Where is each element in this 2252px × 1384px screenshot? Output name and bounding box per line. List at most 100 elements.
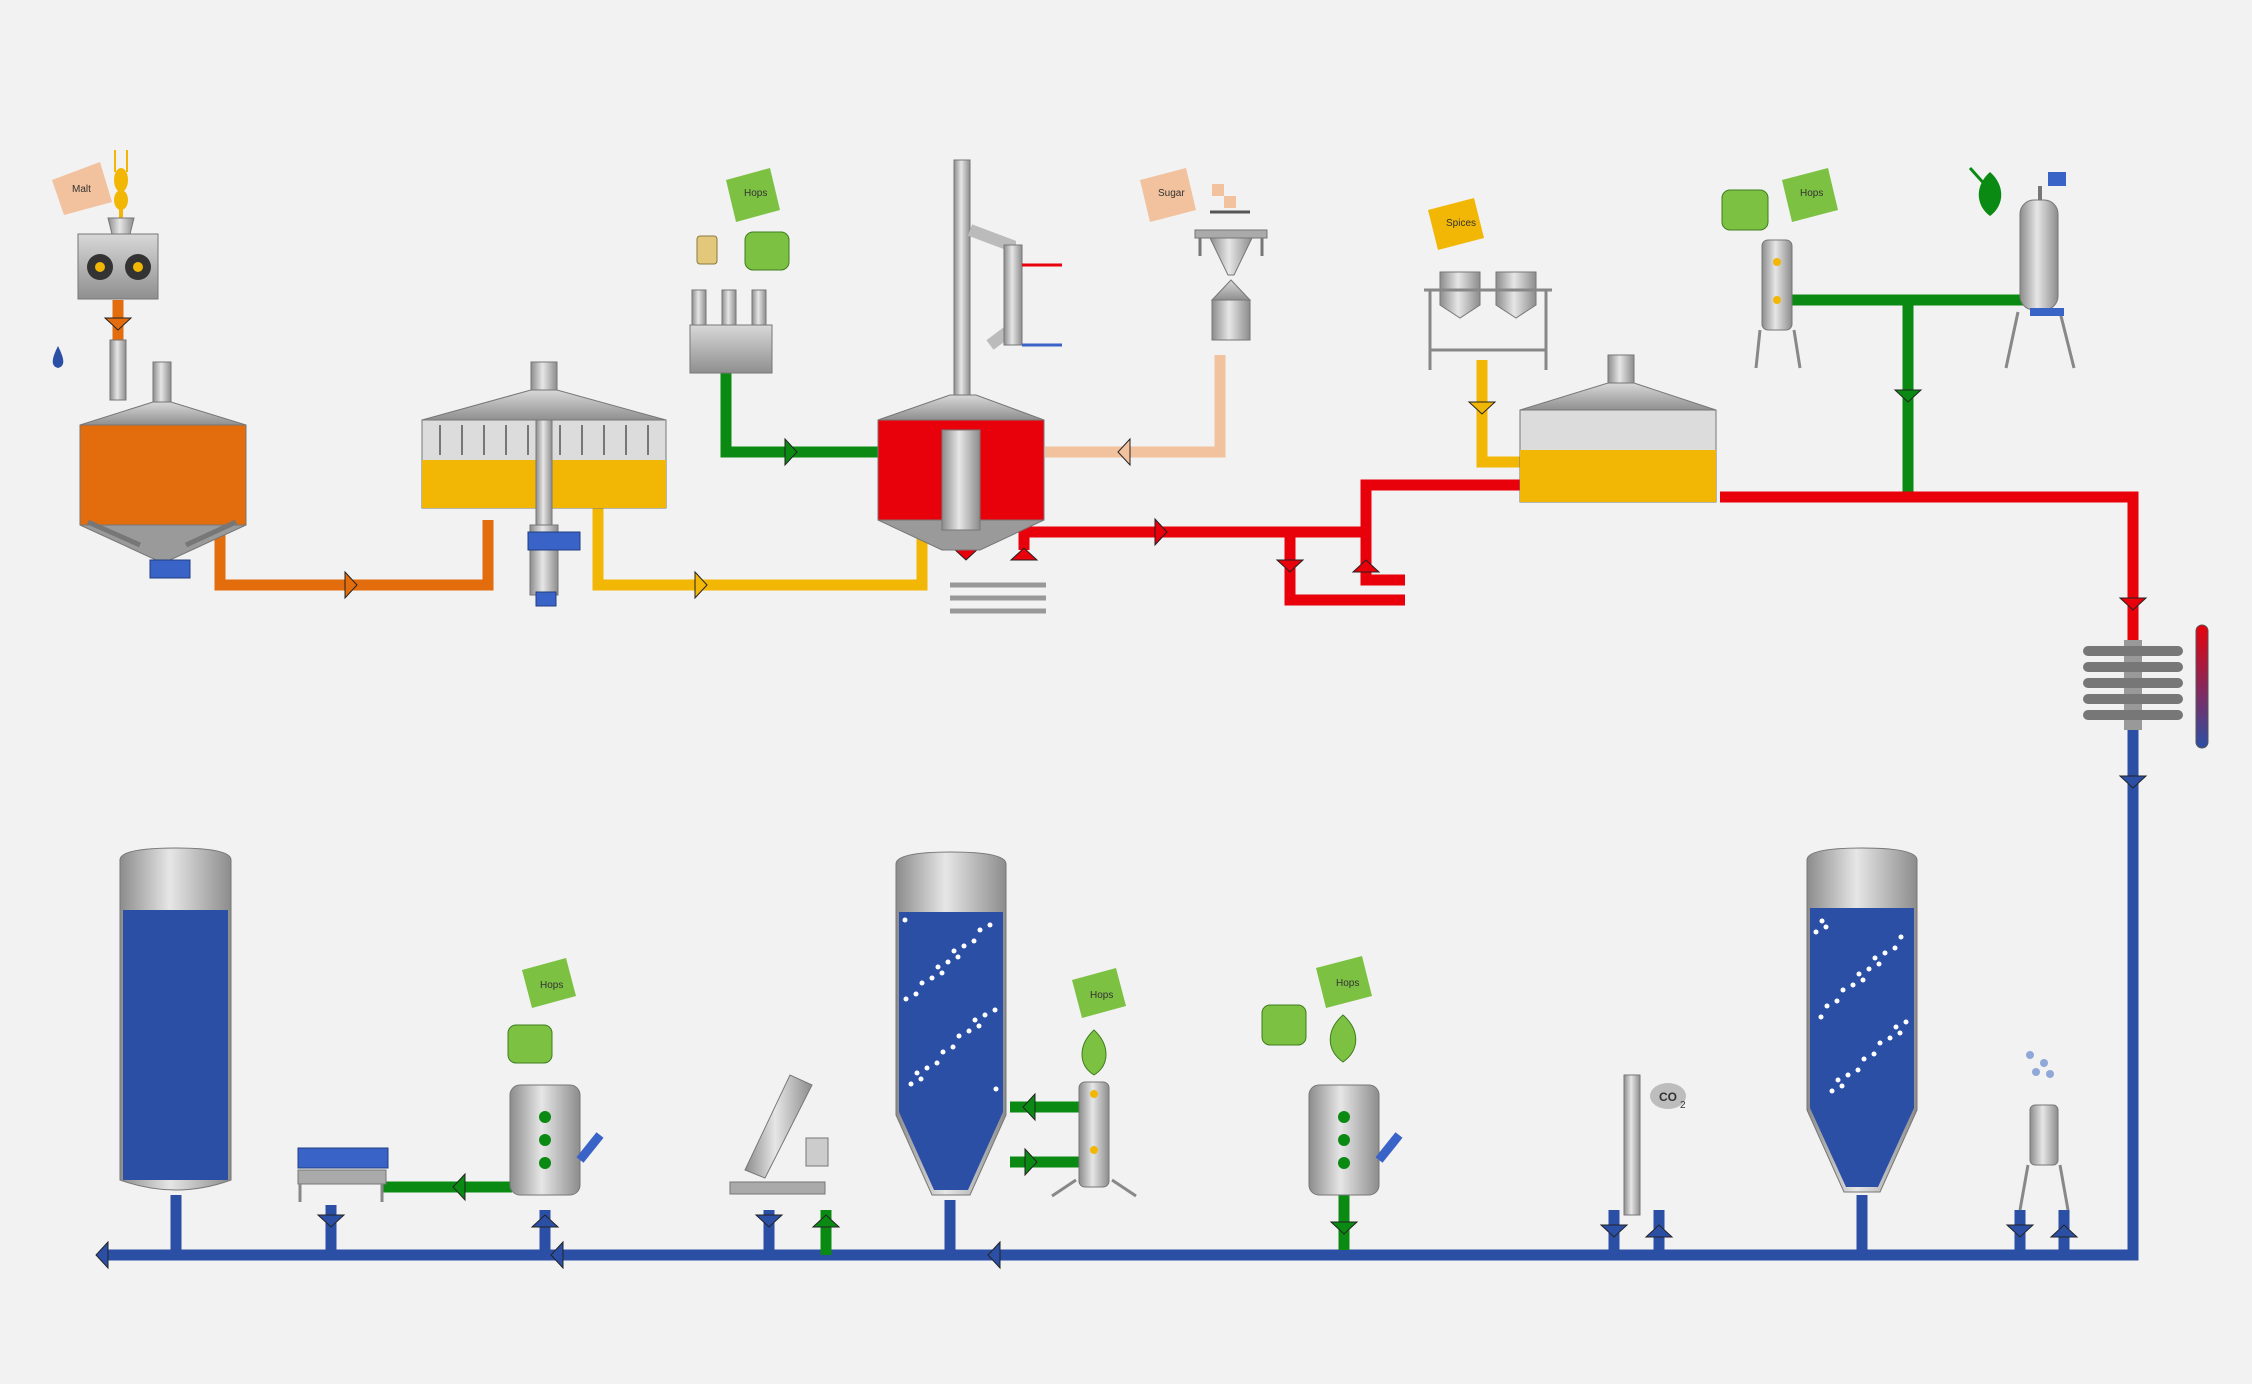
water-drop-icon <box>52 346 64 368</box>
hop-pellets-icon <box>507 1024 553 1064</box>
co2-bubble <box>971 938 977 944</box>
hop-pellets-icon <box>1721 189 1769 231</box>
arrow-left <box>987 1240 1001 1270</box>
flow-arrows <box>95 317 2148 1270</box>
beer-branches <box>170 1195 2070 1255</box>
co2-bubble <box>1819 918 1825 924</box>
co2-bubble <box>1898 934 1904 940</box>
arrow-down <box>1893 389 1923 403</box>
co2-bubble <box>1835 1077 1841 1083</box>
co2-bubble <box>1845 1072 1851 1078</box>
arrow-down <box>2118 775 2148 789</box>
co2-bubble <box>908 1081 914 1087</box>
brew-kettle <box>877 159 1062 614</box>
yeast-icon <box>2026 1051 2054 1078</box>
hops-label-5: Hops <box>1336 978 1359 989</box>
co2-bubble <box>945 959 951 965</box>
arrow-left <box>1117 437 1131 467</box>
co2-bubble <box>924 1065 930 1071</box>
co2-bubble <box>1856 971 1862 977</box>
co2-bubble <box>1860 977 1866 983</box>
arrow-right <box>1154 517 1168 547</box>
co2-bubble <box>1850 982 1856 988</box>
plate-filter <box>297 1147 389 1202</box>
spice-doser: Spices <box>1424 198 1552 370</box>
co2-bubble <box>918 1076 924 1082</box>
whirlpool-tank <box>1519 354 1717 503</box>
co2-bubble <box>1871 1051 1877 1057</box>
hop-bag-icon <box>1782 168 1838 222</box>
arrow-down <box>1329 1221 1359 1235</box>
hop-bag-icon <box>522 958 576 1008</box>
co2-bubble <box>929 975 935 981</box>
arrow-down <box>1599 1224 1629 1238</box>
arrow-up <box>530 1214 560 1228</box>
co2-bubble <box>1893 1024 1899 1030</box>
co2-bubble <box>987 922 993 928</box>
arrow-down <box>1467 401 1497 415</box>
co2-bubble <box>1861 1056 1867 1062</box>
boil-pipe <box>960 479 2139 640</box>
co2-bubble <box>977 927 983 933</box>
arrow-left <box>550 1240 564 1270</box>
thermometer-icon <box>2195 624 2209 749</box>
arrow-down <box>1275 559 1305 573</box>
co2-bubble <box>1872 955 1878 961</box>
hopgun-pipes <box>1010 1101 1085 1168</box>
spices-wort-pipe <box>1476 360 1520 468</box>
co2-bubble <box>935 964 941 970</box>
arrow-up <box>811 1214 841 1228</box>
bright-tank-1 <box>119 847 232 1191</box>
sugar-label: Sugar <box>1158 188 1185 199</box>
co2-bubble <box>1855 1067 1861 1073</box>
co2-bubble <box>1813 929 1819 935</box>
hops-feed-pipe <box>720 370 880 458</box>
co2-cloud-icon <box>1650 1083 1686 1109</box>
co2-label: CO <box>1659 1090 1677 1104</box>
heating-coil <box>950 582 1046 614</box>
co2-bubble <box>1892 945 1898 951</box>
mash-tun <box>79 361 247 579</box>
co2-bubble <box>992 1007 998 1013</box>
co2-bubble <box>1818 1014 1824 1020</box>
arrow-right <box>344 570 358 600</box>
co2-bubble <box>951 948 957 954</box>
hops-label-3: Hops <box>540 980 563 991</box>
wheat-icon <box>114 150 128 225</box>
hop-bag-icon <box>1316 956 1372 1008</box>
hop-back-unit: Hops <box>1721 166 2076 369</box>
co2-bubble <box>940 1049 946 1055</box>
co2-bubble <box>982 1012 988 1018</box>
co2-bubble <box>914 1070 920 1076</box>
arrow-left <box>95 1240 109 1270</box>
co2-bubble <box>955 954 961 960</box>
co2-bubble <box>1829 1088 1835 1094</box>
spices-bag-icon <box>1428 198 1484 250</box>
arrow-down <box>2005 1224 2035 1238</box>
hop-cone-icon <box>1978 172 2002 216</box>
malt-bag-icon <box>52 162 112 215</box>
malt-mill: Malt <box>52 150 159 401</box>
co2-bubble <box>950 1044 956 1050</box>
arrow-down <box>2118 597 2148 611</box>
co2-bubble <box>961 943 967 949</box>
lauter-tun <box>421 361 667 607</box>
co2-bubble <box>939 970 945 976</box>
arrow-up <box>1644 1224 1674 1238</box>
co2-bubble <box>1824 1003 1830 1009</box>
hop-pellets-icon <box>1261 1004 1307 1046</box>
co2-bubble <box>1834 998 1840 1004</box>
co2-bubble <box>993 1086 999 1092</box>
co2-bubble <box>976 1023 982 1029</box>
sugar-pipe <box>1045 355 1226 458</box>
hops-label-4: Hops <box>1090 990 1113 1001</box>
arrow-left <box>452 1172 466 1202</box>
co2-bubble <box>1887 1035 1893 1041</box>
carbonation-stone: CO 2 <box>1623 1074 1686 1216</box>
hop-pellet-jar-icon <box>696 235 718 265</box>
hop-bag-icon <box>1072 968 1126 1018</box>
co2-bubble <box>903 996 909 1002</box>
co2-bubble <box>934 1060 940 1066</box>
hops-label-2: Hops <box>1800 188 1823 199</box>
